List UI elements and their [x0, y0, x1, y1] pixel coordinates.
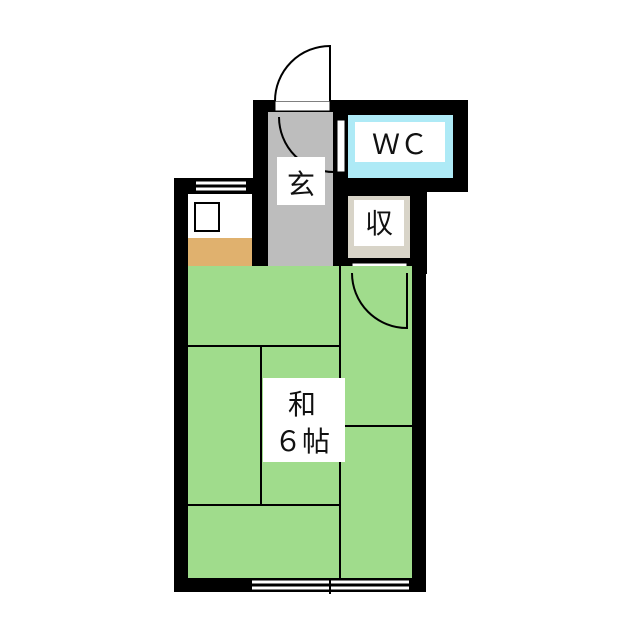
entrance-label-bg: [277, 157, 325, 205]
sink-icon: [194, 202, 220, 232]
tatami-floor-upper-right: [340, 273, 412, 283]
storage-door-swing: [351, 272, 408, 330]
wc-door: [336, 119, 346, 173]
storage-label-bg: [354, 200, 404, 246]
entrance-label: 玄: [287, 168, 315, 201]
washitsu-type-label: 和: [288, 388, 316, 421]
kitchen-window: [196, 181, 246, 191]
entrance-door-swing: [274, 44, 331, 102]
wc-label-bg: [355, 122, 445, 162]
washitsu-label-bg: [263, 378, 345, 462]
storage-label: 収: [365, 207, 393, 240]
washitsu-size-label: ６帖: [274, 425, 330, 458]
wc-label: ＷＣ: [372, 128, 428, 161]
entrance-door-opening: [274, 100, 331, 112]
kitchen-floor: [188, 238, 252, 266]
